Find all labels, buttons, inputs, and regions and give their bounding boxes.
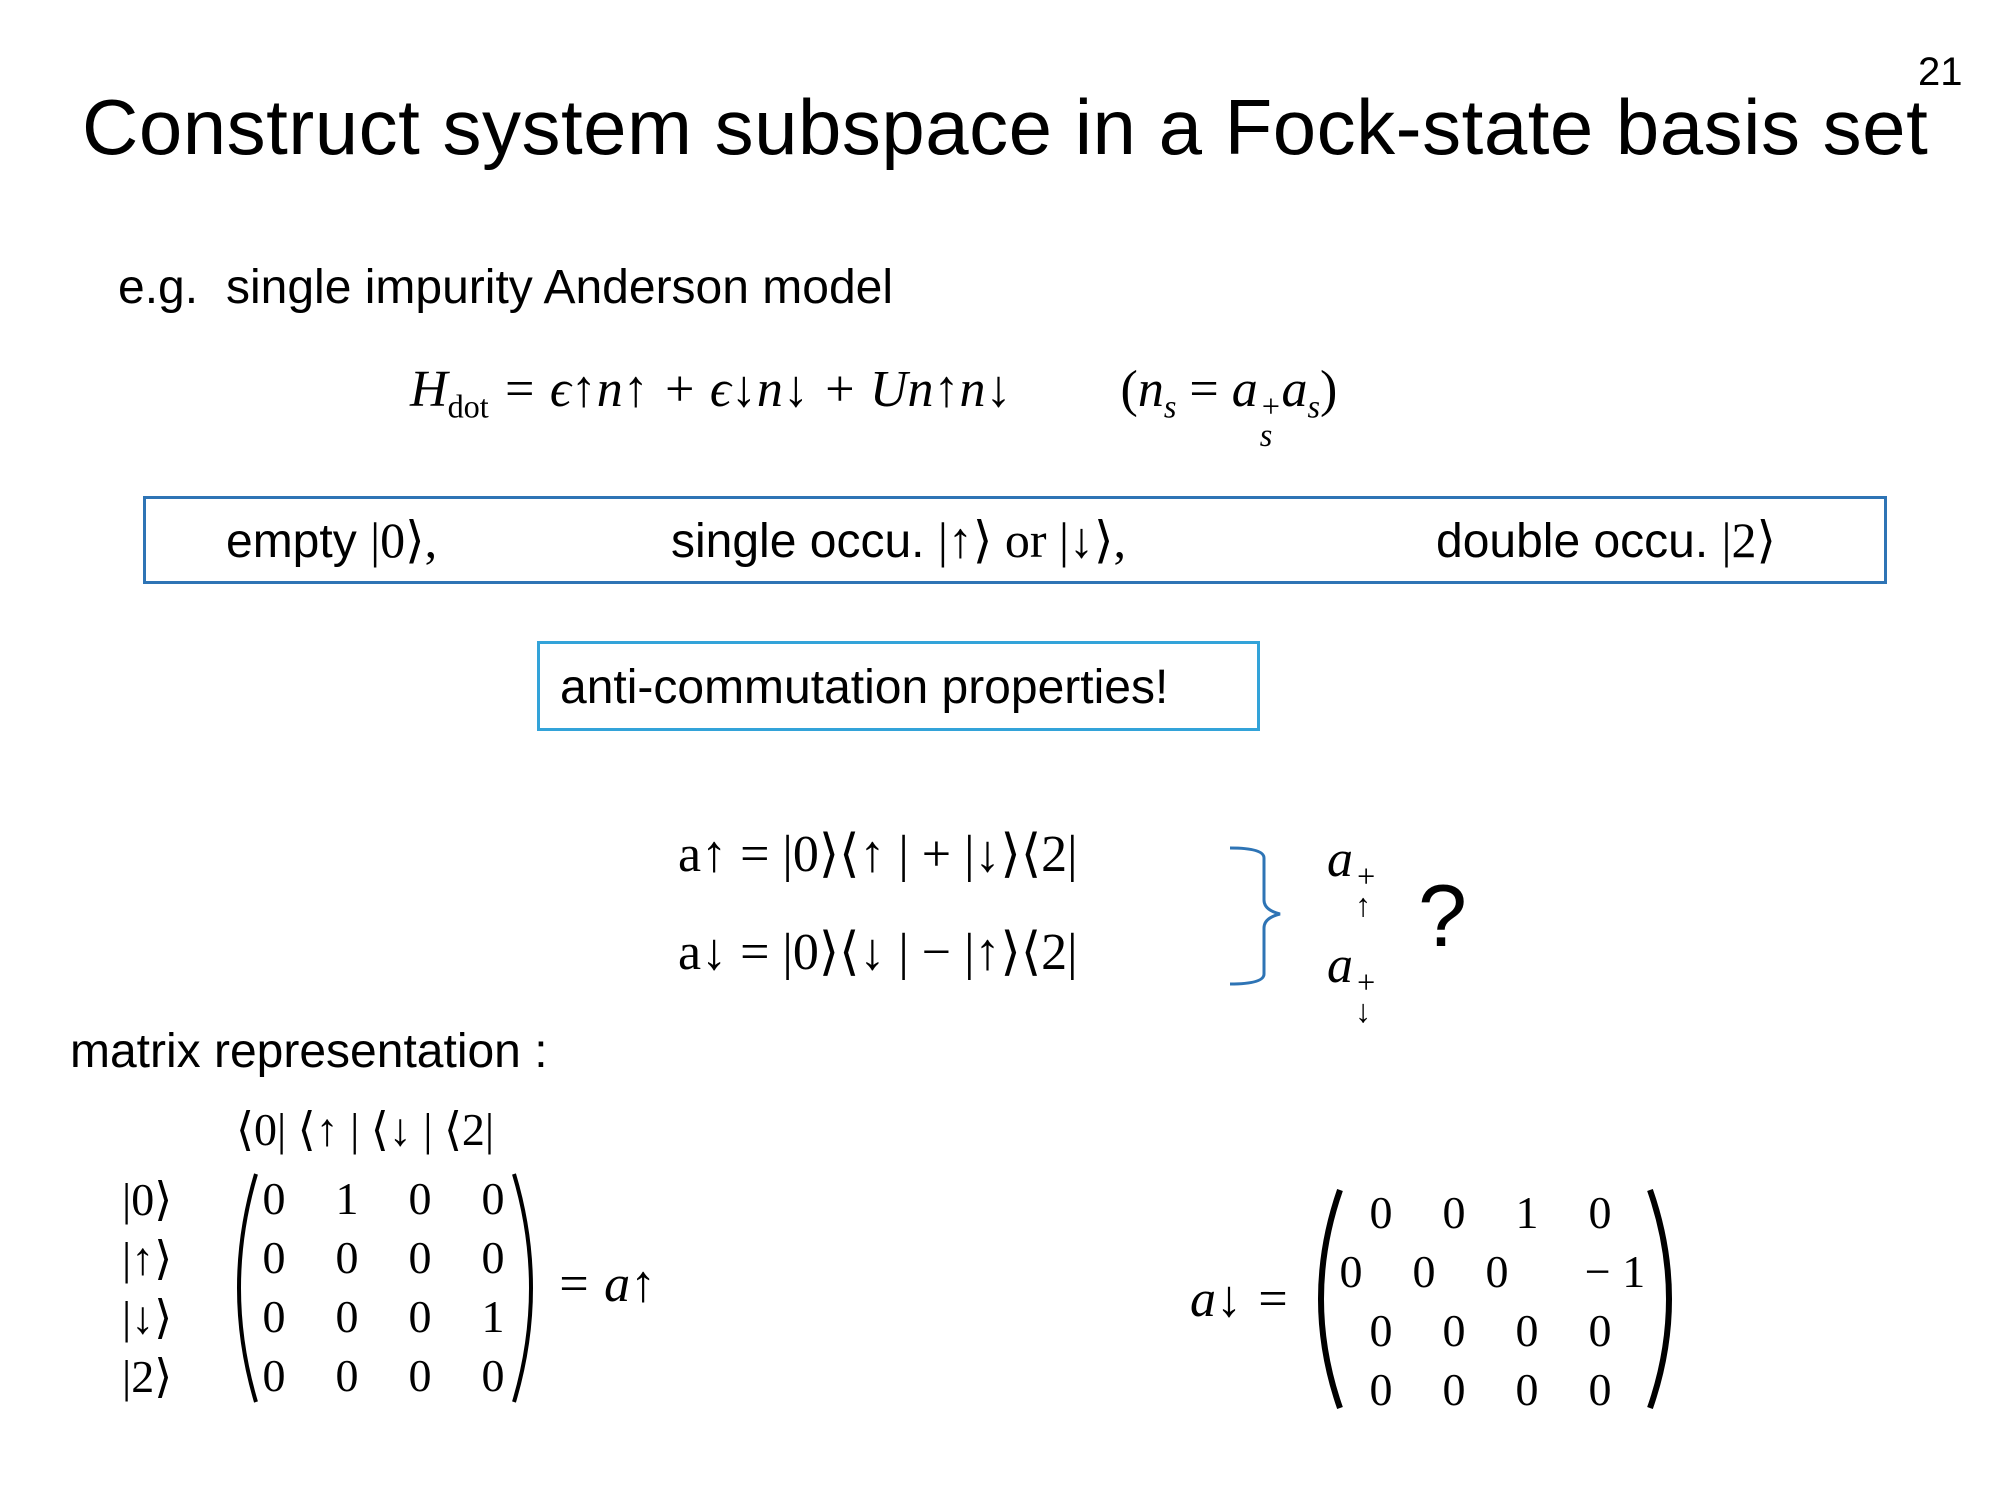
ket-label-0: |0⟩ — [122, 1174, 173, 1225]
matrix-down-cell-0-0: 0 — [1369, 1187, 1393, 1238]
bra-header: ⟨0| ⟨↑ | ⟨↓ | ⟨2| — [236, 1104, 495, 1155]
matrix-up-cell-2-0: 0 — [262, 1291, 286, 1342]
matrix-down-cell-2-0: 0 — [1369, 1305, 1393, 1356]
matrix-down-cell-1-0: 0 — [1339, 1246, 1363, 1297]
matrix-up-cell-1-2: 0 — [408, 1232, 432, 1283]
hamiltonian-lhs: H — [410, 361, 448, 418]
matrix-up-rhs: = a↑ — [556, 1256, 657, 1313]
anticommutation-box: anti-commutation properties! — [537, 641, 1260, 731]
state-double: double occu. |2⟩ — [1436, 511, 1776, 569]
matrix-up-cell-2-2: 0 — [408, 1291, 432, 1342]
matrix-up-cell-3-2: 0 — [408, 1350, 432, 1401]
ket-label-2: |2⟩ — [122, 1351, 173, 1402]
matrix-down-lhs: a↓ = — [1190, 1271, 1291, 1328]
a-down-definition: a↓ = |0⟩⟨↓ | − |↑⟩⟨2| — [678, 924, 1078, 981]
hamiltonian-rhs: = ϵ↑n↑ + ϵ↓n↓ + Un↑n↓ — [501, 361, 1012, 418]
state-empty-label: empty — [226, 515, 357, 568]
example-line: e.g. single impurity Anderson model — [118, 260, 893, 315]
matrix-down-cell-3-3: 0 — [1588, 1364, 1612, 1415]
a-up-dagger: a+↑ — [1327, 831, 1377, 924]
example-text: single impurity Anderson model — [226, 261, 894, 314]
state-single-ket: |↑⟩ or |↓⟩, — [937, 512, 1127, 568]
matrix-down-parentheses — [1318, 1189, 1672, 1409]
state-empty: empty |0⟩, — [226, 511, 437, 569]
question-mark: ? — [1418, 866, 1467, 965]
matrix-up-cell-0-3: 0 — [481, 1173, 505, 1224]
matrix-down-cell-0-3: 0 — [1588, 1187, 1612, 1238]
matrix-up-cell-2-3: 1 — [481, 1291, 505, 1342]
matrix-up-cell-0-1: 1 — [335, 1173, 359, 1224]
ket-label-down: |↓⟩ — [122, 1292, 173, 1343]
state-single-label: single occu. — [671, 515, 925, 568]
matrix-heading: matrix representation : — [70, 1025, 548, 1078]
matrix-down-cell-2-3: 0 — [1588, 1305, 1612, 1356]
state-empty-ket: |0⟩, — [370, 512, 438, 568]
matrix-down-cell-0-1: 0 — [1442, 1187, 1466, 1238]
matrix-up-cell-1-1: 0 — [335, 1232, 359, 1283]
matrix-up-parentheses — [237, 1173, 533, 1403]
matrix-down-cell-1-1: 0 — [1412, 1246, 1436, 1297]
fock-states-box: empty |0⟩, single occu. |↑⟩ or |↓⟩, doub… — [143, 496, 1887, 584]
matrix-up-cell-2-1: 0 — [335, 1291, 359, 1342]
state-double-label: double occu. — [1436, 515, 1709, 568]
state-double-ket: |2⟩ — [1721, 512, 1777, 568]
ket-label-up: |↑⟩ — [122, 1233, 173, 1284]
matrix-up-cell-3-0: 0 — [262, 1350, 286, 1401]
matrix-down-cell-3-2: 0 — [1515, 1364, 1539, 1415]
matrix-up-cell-0-0: 0 — [262, 1173, 286, 1224]
matrix-up-cell-1-3: 0 — [481, 1232, 505, 1283]
matrix-up-cell-3-1: 0 — [335, 1350, 359, 1401]
a-down-dagger: a+↓ — [1327, 937, 1377, 1030]
right-brace-icon — [1229, 846, 1281, 986]
state-single: single occu. |↑⟩ or |↓⟩, — [671, 511, 1126, 569]
matrix-down-cell-0-2: 1 — [1515, 1187, 1539, 1238]
hamiltonian-lhs-sub: dot — [447, 388, 489, 425]
matrix-up-cell-1-0: 0 — [262, 1232, 286, 1283]
slide-number: 21 — [1918, 50, 1963, 94]
slide-title: Construct system subspace in a Fock-stat… — [82, 83, 1929, 171]
matrix-down-cell-3-1: 0 — [1442, 1364, 1466, 1415]
matrix-up-cell-3-3: 0 — [481, 1350, 505, 1401]
matrix-up-cell-0-2: 0 — [408, 1173, 432, 1224]
matrix-down-cell-3-0: 0 — [1369, 1364, 1393, 1415]
anticommutation-note: anti-commutation properties! — [560, 661, 1169, 714]
example-prefix: e.g. — [118, 261, 199, 314]
matrix-down-cell-2-1: 0 — [1442, 1305, 1466, 1356]
matrix-down-cell-1-2: 0 — [1485, 1246, 1509, 1297]
matrix-down-cell-2-2: 0 — [1515, 1305, 1539, 1356]
a-up-definition: a↑ = |0⟩⟨↑ | + |↓⟩⟨2| — [678, 826, 1078, 883]
matrix-down-cell-1-3: − 1 — [1584, 1246, 1646, 1297]
